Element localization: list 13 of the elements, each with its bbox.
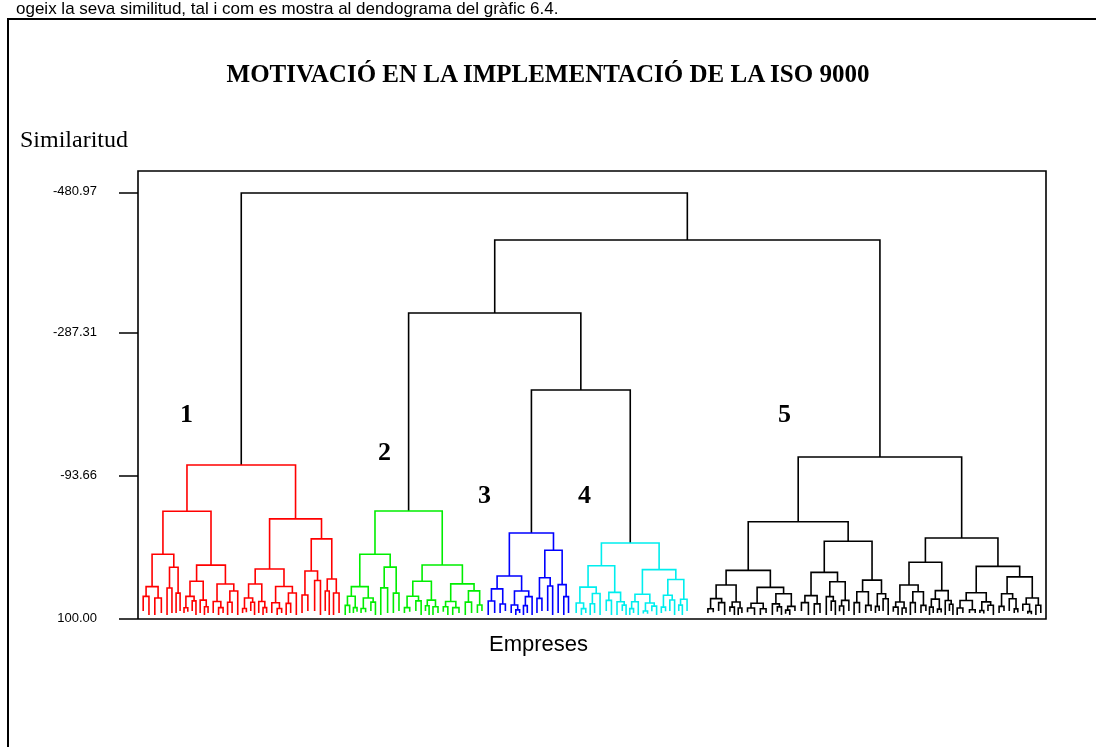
tick-label: -93.66: [60, 468, 97, 483]
axis-title: Similaritud: [20, 126, 128, 153]
title: MOTIVACIÓ EN LA IMPLEMENTACIÓ DE LA ISO 9000: [225, 60, 871, 88]
cluster-number: 4: [578, 481, 591, 510]
axis-title: Empreses: [489, 632, 589, 657]
cluster-number: 3: [478, 481, 491, 510]
cluster-number: 1: [180, 400, 193, 429]
tick-label: -480.97: [52, 184, 97, 199]
cluster-number: 5: [778, 400, 791, 429]
tick-label: 100.00: [57, 611, 97, 626]
body-text: ogeix la seva similitud, tal i com es mostra al dendograma del gràfic 6.4.: [16, 0, 559, 19]
tick-label: -287.31: [52, 325, 97, 340]
cluster-number: 2: [378, 438, 391, 467]
